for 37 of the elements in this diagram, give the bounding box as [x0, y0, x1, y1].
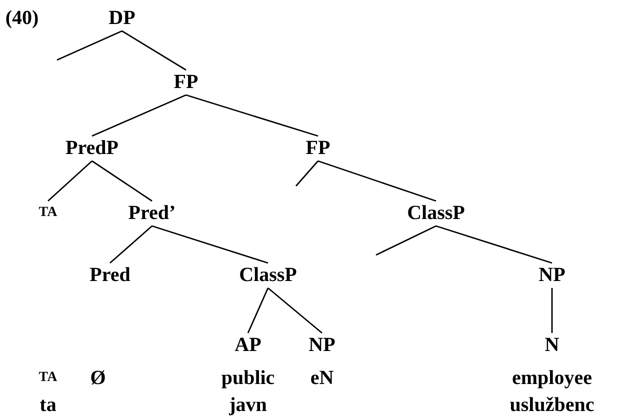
tree-node-label: ClassP	[407, 203, 465, 223]
tree-node-label: FP	[306, 138, 330, 158]
tree-branch	[436, 225, 552, 264]
word-label: TA	[38, 371, 58, 385]
tree-branch	[92, 94, 186, 137]
tree-node-label: Pred	[90, 265, 130, 285]
tree-branch	[247, 288, 269, 334]
tree-node-label: N	[544, 335, 560, 355]
tree-branch	[122, 30, 186, 71]
tree-branch	[376, 225, 436, 256]
word-label: ta	[40, 395, 56, 415]
tree-node-label: NP	[308, 335, 336, 355]
tree-node-label: NP	[538, 265, 566, 285]
word-label: uslužbenc	[510, 395, 594, 415]
tree-branch	[268, 287, 322, 334]
word-label: Ø	[90, 368, 106, 388]
example-number: (40)	[5, 8, 39, 28]
tree-node-label: PredP	[66, 138, 118, 158]
tree-node-label: FP	[174, 72, 198, 92]
tree-branch	[92, 160, 152, 202]
tree-branch	[110, 225, 152, 264]
tree-branch	[318, 160, 436, 202]
tree-branch	[551, 288, 553, 333]
tree-node-label: AP	[234, 335, 262, 355]
tree-branch	[56, 30, 122, 61]
tree-branch	[186, 94, 318, 137]
tree-node-label: Pred’	[128, 203, 176, 223]
tree-branch	[152, 225, 268, 264]
word-label: public	[221, 368, 275, 388]
tree-branch	[295, 160, 319, 186]
tree-node-label: TA	[38, 206, 58, 220]
tree-branch	[48, 160, 92, 202]
word-label: employee	[512, 368, 592, 388]
word-label: eN	[310, 368, 334, 388]
tree-node-label: ClassP	[239, 265, 297, 285]
tree-node-label: DP	[108, 8, 136, 28]
word-label: javn	[229, 395, 267, 415]
